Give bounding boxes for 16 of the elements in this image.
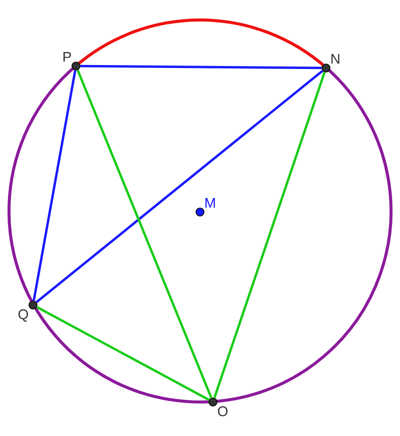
point: O xyxy=(208,398,228,416)
point: P xyxy=(64,52,80,70)
node-label: Q xyxy=(18,309,28,322)
segment xyxy=(76,70,212,398)
segment xyxy=(36,70,324,304)
node-label: P xyxy=(63,52,71,62)
segment xyxy=(80,64,322,70)
point: N xyxy=(322,54,340,72)
point: Q xyxy=(18,300,38,322)
segment xyxy=(213,72,326,398)
node-label: M xyxy=(205,198,215,208)
segment xyxy=(36,306,210,401)
segment xyxy=(32,70,76,301)
node-label: O xyxy=(218,406,228,416)
point: M xyxy=(196,198,215,216)
node-label: N xyxy=(331,54,340,64)
